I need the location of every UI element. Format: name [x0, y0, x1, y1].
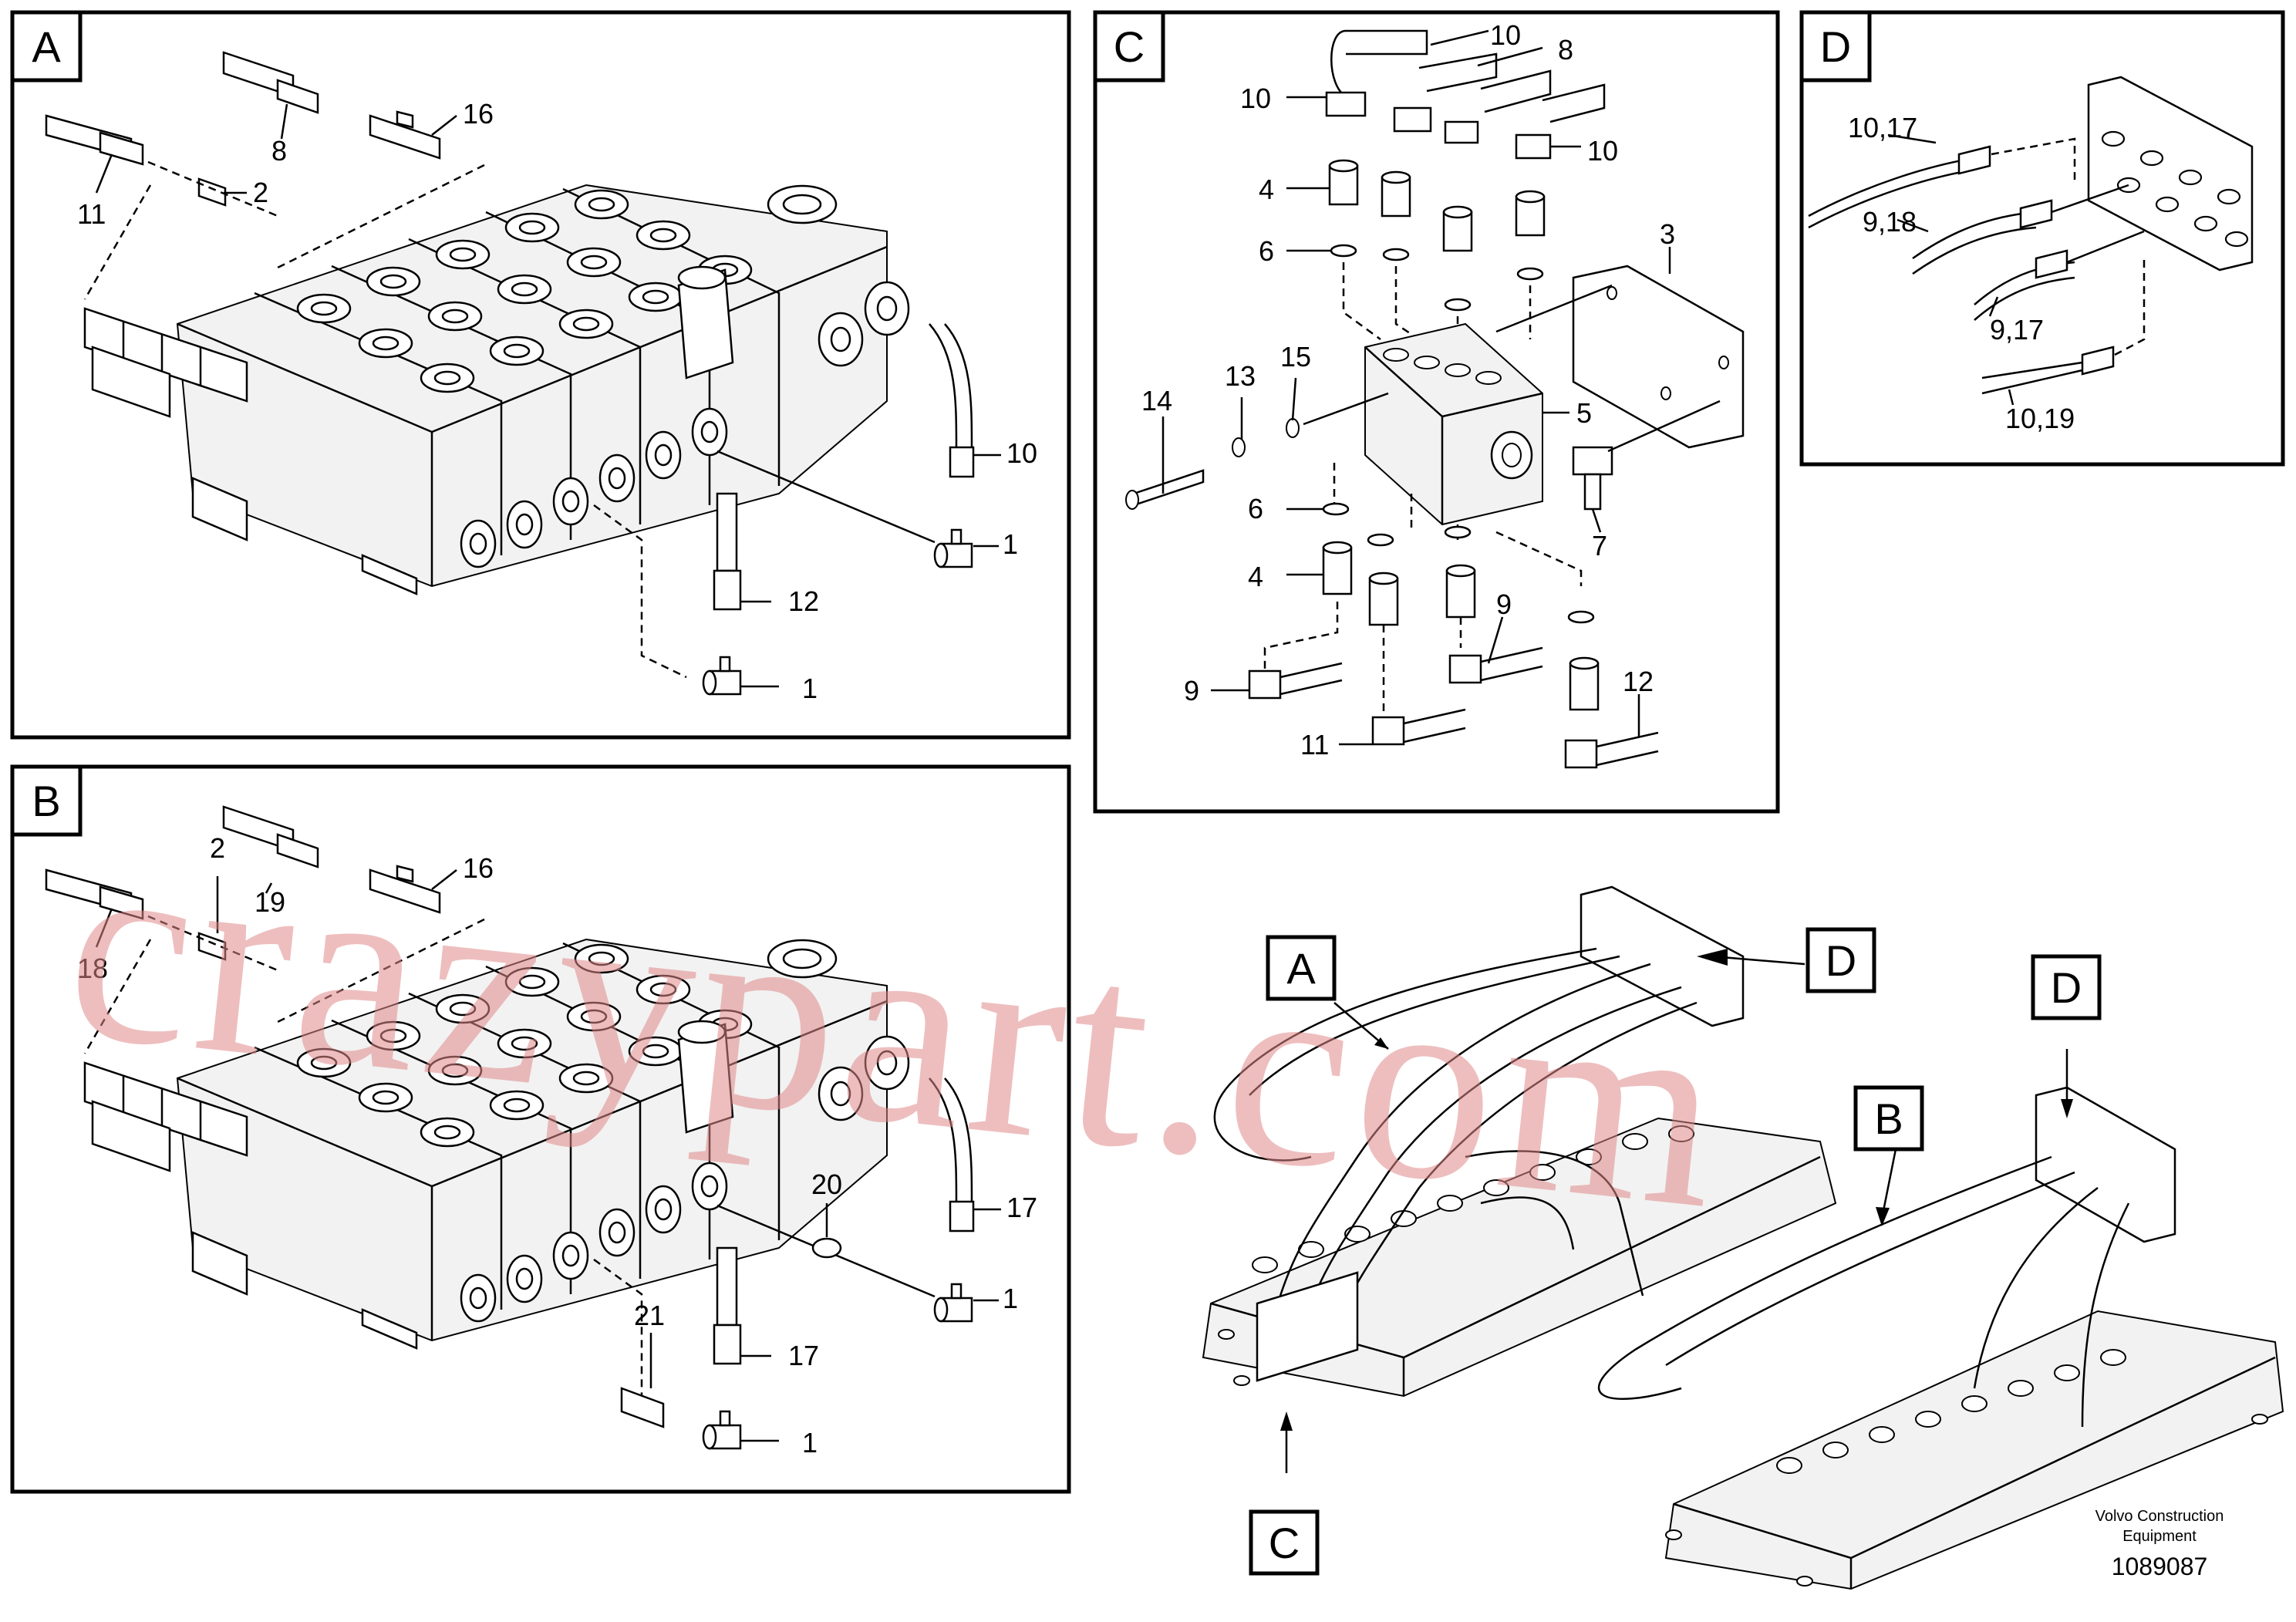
panel-d-tag: D — [1799, 10, 1872, 83]
overview-tag-d-2: D — [2031, 954, 2102, 1020]
panel-c-callout: 10 — [1240, 83, 1271, 114]
panel-a-callout: 11 — [77, 198, 106, 230]
panel-b-callout: 18 — [77, 953, 108, 984]
panel-a-callout: 2 — [253, 177, 268, 208]
panel-a-tag: A — [10, 10, 83, 83]
panel-c-frame — [1093, 10, 1780, 814]
overview-tag-a: A — [1266, 935, 1337, 1001]
panel-c-callout: 6 — [1248, 493, 1263, 524]
maker-line-2: Equipment — [2122, 1528, 2197, 1545]
panel-b-illustration — [45, 805, 1001, 1450]
panel-a-illustration — [45, 51, 1001, 696]
panel-b-frame — [10, 764, 1071, 1494]
panel-c-plate-3 — [1572, 265, 1745, 449]
panel-c-callout: 7 — [1592, 530, 1607, 561]
panel-d-callout: 10,19 — [2005, 403, 2075, 434]
panel-c-tag: C — [1093, 10, 1165, 83]
panel-c-callout: 11 — [1300, 729, 1329, 760]
panel-b-callout: 2 — [210, 832, 225, 864]
overview-tag-b: B — [1853, 1085, 1924, 1152]
panel-d-callouts: 10,17 9,18 9,17 10,19 — [1848, 112, 2075, 434]
panel-c-callout: 6 — [1259, 235, 1274, 267]
panel-b-tag: B — [10, 764, 83, 837]
panel-b-callout: 21 — [634, 1300, 665, 1331]
overview-tag-d-1: D — [1805, 927, 1876, 993]
panel-c-callout: 13 — [1225, 360, 1256, 392]
panel-a-callout: 1 — [802, 673, 818, 704]
panel-c-callout: 8 — [1558, 34, 1573, 66]
panel-a-callout: 1 — [1003, 528, 1018, 560]
panel-d-callout: 10,17 — [1848, 112, 1917, 143]
panel-c-callout: 15 — [1280, 341, 1311, 373]
panel-a-hose-12 — [716, 492, 738, 572]
panel-a-tee-16 — [369, 114, 441, 160]
panel-a-hose-11-ferrule — [99, 131, 144, 166]
overview-illustration — [1202, 885, 2284, 1590]
panel-b-callout: 20 — [811, 1168, 842, 1200]
panel-a-adapter-2 — [197, 177, 227, 207]
panel-c-callout: 9 — [1496, 588, 1512, 620]
panel-b-callout: 19 — [255, 886, 285, 918]
panel-a-callout: 16 — [463, 98, 494, 130]
panel-a-callout: 8 — [271, 135, 287, 167]
panel-c-tag-label: C — [1114, 22, 1145, 71]
panel-c-callout: 4 — [1259, 174, 1274, 205]
panel-d-callout: 9,17 — [1990, 314, 2044, 346]
panel-d-illustration — [1808, 76, 2254, 406]
panel-b-adapter-21 — [620, 1387, 665, 1428]
panel-c-callout: 3 — [1660, 218, 1675, 250]
panel-b-callout: 17 — [788, 1340, 819, 1371]
panel-c-callout: 9 — [1184, 675, 1199, 706]
panel-c-callouts: 10 10 8 10 4 6 3 14 13 15 5 7 6 4 9 9 12… — [1141, 19, 1675, 760]
panel-d-frame — [1799, 10, 2285, 467]
panel-d-callout: 9,18 — [1863, 206, 1917, 238]
overview-tag-c-label: C — [1269, 1519, 1300, 1567]
panel-b-callouts: 2 16 19 18 17 20 1 21 17 1 — [77, 832, 1037, 1458]
overview-tag-d-2-label: D — [2051, 963, 2082, 1012]
panel-a-callouts: 16 8 2 11 10 1 12 1 — [77, 98, 1037, 704]
panel-b-callout: 16 — [463, 852, 494, 884]
panel-c-callout: 12 — [1623, 666, 1654, 697]
overview-tag-a-label: A — [1286, 944, 1316, 993]
panel-b-callout: 1 — [1003, 1283, 1018, 1314]
drawing-number: 1089087 — [2112, 1553, 2208, 1580]
overview-tag-d-1-label: D — [1826, 936, 1856, 985]
panel-a-frame — [10, 10, 1071, 740]
panel-b-seal-20 — [811, 1237, 842, 1259]
panel-a-callout: 12 — [788, 585, 819, 617]
overview-tag-b-label: B — [1874, 1094, 1903, 1143]
overview-tag-c: C — [1249, 1509, 1320, 1576]
panel-c-callout: 10 — [1587, 135, 1618, 167]
panel-a-hose-10 — [929, 323, 958, 448]
panel-c-callout: 14 — [1141, 385, 1172, 416]
panel-c-callout: 10 — [1490, 19, 1521, 51]
panel-d-tag-label: D — [1820, 22, 1851, 71]
panel-b-tag-label: B — [32, 777, 60, 825]
panel-c-callout: 4 — [1248, 561, 1263, 592]
panel-a-control-valve — [83, 184, 910, 595]
panel-c-bolt-14 — [1132, 469, 1205, 507]
maker-line-1: Volvo Construction — [2095, 1508, 2224, 1525]
panel-c-callout: 5 — [1576, 397, 1592, 429]
panel-a-hose-8-ferrule — [276, 79, 319, 114]
panel-b-callout: 17 — [1006, 1192, 1037, 1223]
panel-a-callout: 10 — [1006, 437, 1037, 469]
panel-c-illustration — [1125, 29, 1745, 769]
panel-a-tag-label: A — [32, 22, 61, 71]
panel-b-callout: 1 — [802, 1427, 818, 1458]
